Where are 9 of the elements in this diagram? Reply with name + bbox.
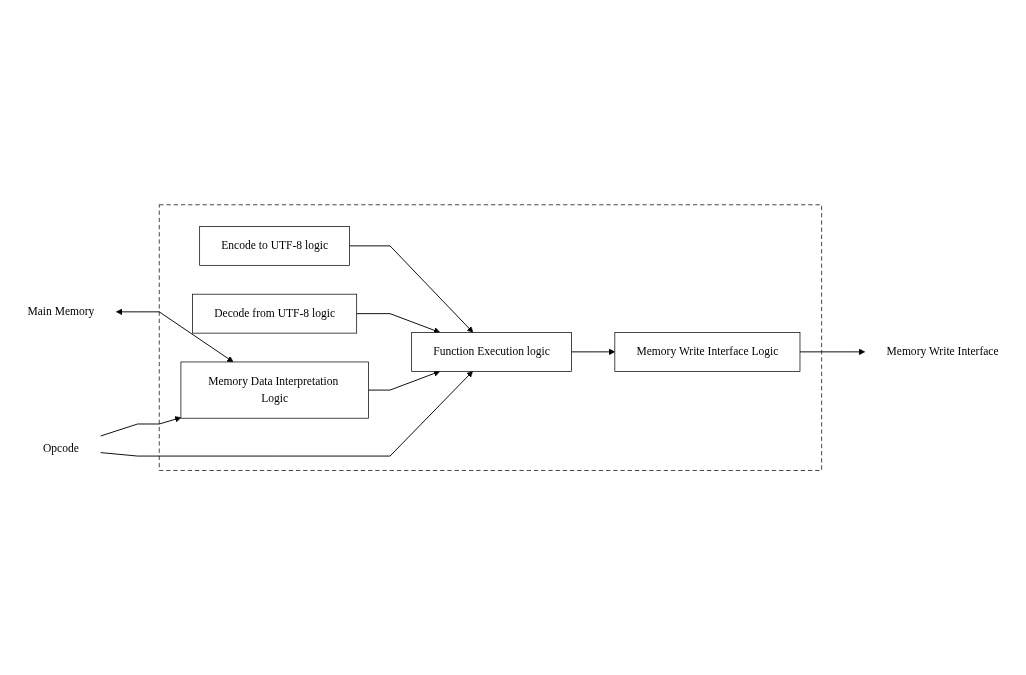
node-box: Function Execution logic bbox=[411, 331, 572, 372]
node-text: Main Memory bbox=[27, 305, 95, 318]
node-text: Memory Write Interface bbox=[886, 345, 999, 358]
node-box: Memory Write Interface Logic bbox=[614, 331, 801, 372]
node-box: Decode from UTF-8 logic bbox=[192, 293, 358, 334]
node-box: Encode to UTF-8 logic bbox=[199, 225, 350, 266]
node-box: Memory Data Interpretation Logic bbox=[180, 361, 369, 419]
cluster bbox=[158, 204, 822, 471]
node-text: Opcode bbox=[42, 442, 79, 455]
